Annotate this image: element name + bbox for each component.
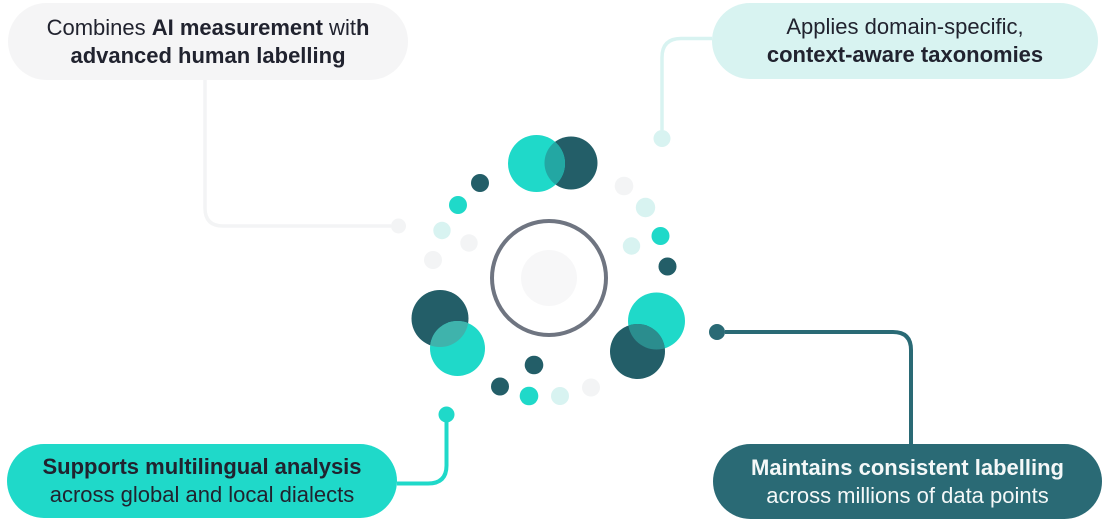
text-segment: wit: [322, 14, 356, 40]
hub-ring-center: [521, 250, 577, 306]
connector-dot-top-left: [391, 218, 406, 234]
callout-multilingual: Supports multilingual analysis across glo…: [7, 444, 397, 518]
hub-dot-teal: [449, 196, 467, 214]
hub-ring: [490, 219, 608, 337]
hub-dot-dark_teal: [658, 257, 677, 276]
hub-dot-teal: [651, 227, 670, 245]
hub-dot-near_white: [424, 251, 442, 269]
text-segment: across millions of data points: [766, 482, 1049, 508]
hub-dot-pale_cyan: [622, 237, 641, 255]
hub-dot-near_white: [460, 234, 478, 252]
text-segment: h: [355, 14, 370, 40]
callout-text-line: Combines AI measurement with: [47, 14, 370, 42]
callout-text-line: across global and local dialects: [50, 481, 355, 509]
connector-dot-bottom-right: [709, 324, 725, 340]
callout-text-line: advanced human labelling: [70, 42, 345, 70]
hub-dot-dark_teal: [524, 355, 544, 375]
text-segment: Combines: [46, 14, 152, 40]
callout-taxonomies: Applies domain-specific, context-aware ta…: [712, 3, 1098, 79]
callout-text-line: Applies domain-specific,: [786, 13, 1023, 41]
text-segment: Maintains consistent labelling: [751, 454, 1064, 480]
hub-dot-near_white: [582, 378, 600, 397]
connector-line-top-right: [660, 36, 712, 130]
text-segment: across global and local dialects: [49, 482, 355, 507]
connector-dot-bottom-left: [438, 406, 455, 423]
text-segment: Supports multilingual analysis: [42, 454, 362, 479]
connector-line-bottom-left: [397, 422, 449, 486]
circle-pair-bottom-left-overlap: [430, 321, 469, 347]
callout-text-line: across millions of data points: [766, 482, 1048, 510]
connector-line-bottom-right: [725, 330, 913, 444]
hub-dot-pale_cyan: [635, 197, 656, 218]
callout-text-line: context-aware taxonomies: [767, 41, 1043, 69]
circle-pair-top-overlap: [544, 136, 565, 190]
callout-text-line: Maintains consistent labelling: [751, 454, 1064, 482]
hub-dot-pale_cyan: [551, 387, 569, 405]
callout-text-line: Supports multilingual analysis: [42, 453, 361, 481]
text-segment: advanced human labelling: [70, 42, 346, 68]
text-segment: context-aware taxonomies: [766, 42, 1044, 67]
hub-dot-dark_teal: [471, 174, 489, 192]
circle-pair-bottom-right-overlap: [628, 324, 665, 350]
hub-dot-pale_cyan: [433, 221, 451, 240]
connector-line-top-left: [203, 79, 391, 228]
text-segment: AI measurement: [151, 14, 323, 40]
text-segment: Applies domain-specific,: [786, 14, 1024, 39]
connector-dot-top-right: [653, 130, 671, 147]
hub-dot-teal: [519, 386, 539, 406]
hub-dot-dark_teal: [491, 377, 509, 396]
hub-dot-near_white: [614, 176, 634, 196]
